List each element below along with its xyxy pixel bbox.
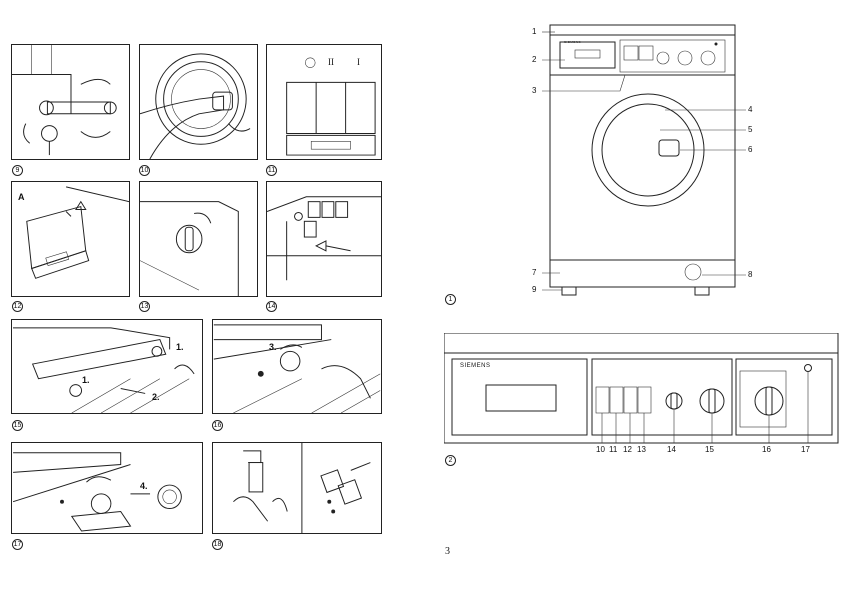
figure-15: 1. 1. 2. (11, 319, 203, 414)
figure-15-caption: 15 (12, 420, 23, 431)
figure-15-label-2: 2. (152, 392, 160, 402)
panel-brand: SIEMENS (460, 363, 491, 369)
callout-4: 4 (748, 105, 753, 114)
figure-12-illustration (26, 186, 129, 279)
callout-12: 12 (623, 445, 632, 454)
figure-18-caption: 18 (212, 539, 223, 550)
figure-9 (11, 44, 130, 160)
figure-16-caption: 16 (212, 420, 223, 431)
figure-14-illustration (267, 196, 381, 281)
figure-13-illustration (140, 201, 239, 296)
callout-15: 15 (705, 445, 714, 454)
figure-13-caption: 13 (139, 301, 150, 312)
figure-11-caption: 11 (266, 165, 277, 176)
figure-2: SIEMENS 10 11 12 13 14 15 16 17 (444, 333, 840, 458)
figure-17-caption: 17 (12, 539, 23, 550)
callout-13: 13 (637, 445, 646, 454)
figure-10-caption: 10 (139, 165, 150, 176)
figure-15-label-1b: 1. (82, 375, 90, 385)
figure-12-caption: 12 (12, 301, 23, 312)
callout-7: 7 (532, 268, 537, 277)
figure-10-illustration (140, 53, 251, 159)
figure-16-illustration (213, 324, 381, 413)
figure-11-label-ii: II (328, 57, 334, 67)
figure-11-label-i: I (357, 57, 360, 67)
figure-1-caption: 1 (445, 294, 456, 305)
figure-9-caption: 9 (12, 165, 23, 176)
callout-11: 11 (609, 445, 618, 454)
callout-16: 16 (762, 445, 771, 454)
figure-15-illustration (13, 327, 195, 413)
figure-11-illustration (286, 57, 376, 156)
callout-8: 8 (748, 270, 753, 279)
figure-16-label-3: 3. (269, 342, 277, 352)
figure-14 (266, 181, 382, 297)
figure-11: II I (266, 44, 382, 160)
washing-machine-illustration (542, 24, 746, 296)
callout-3: 3 (532, 86, 537, 95)
machine-brand-small: SIEMENS (564, 40, 582, 44)
figure-18-illustration (233, 443, 371, 533)
figure-16: 3. (212, 319, 382, 414)
figure-14-caption: 14 (266, 301, 277, 312)
figure-1: SIEMENS 1 2 3 4 5 6 7 8 9 (520, 20, 780, 300)
callout-9: 9 (532, 285, 537, 294)
callout-17: 17 (801, 445, 810, 454)
control-panel-illustration (444, 333, 839, 444)
figure-12-label-a: A (18, 192, 25, 202)
callout-1: 1 (532, 27, 537, 36)
callout-14: 14 (667, 445, 676, 454)
figure-9-illustration (12, 45, 117, 156)
figure-17-illustration (12, 452, 182, 532)
figure-2-caption: 2 (445, 455, 456, 466)
figure-18 (212, 442, 382, 534)
figure-13 (139, 181, 258, 297)
figure-17: 4. (11, 442, 203, 534)
page-number: 3 (445, 546, 450, 557)
figure-15-label-1a: 1. (176, 342, 184, 352)
figure-17-label-4: 4. (140, 481, 148, 491)
figure-10 (139, 44, 258, 160)
callout-6: 6 (748, 145, 753, 154)
callout-5: 5 (748, 125, 753, 134)
callout-2: 2 (532, 55, 537, 64)
callout-10: 10 (596, 445, 605, 454)
figure-12: A (11, 181, 130, 297)
